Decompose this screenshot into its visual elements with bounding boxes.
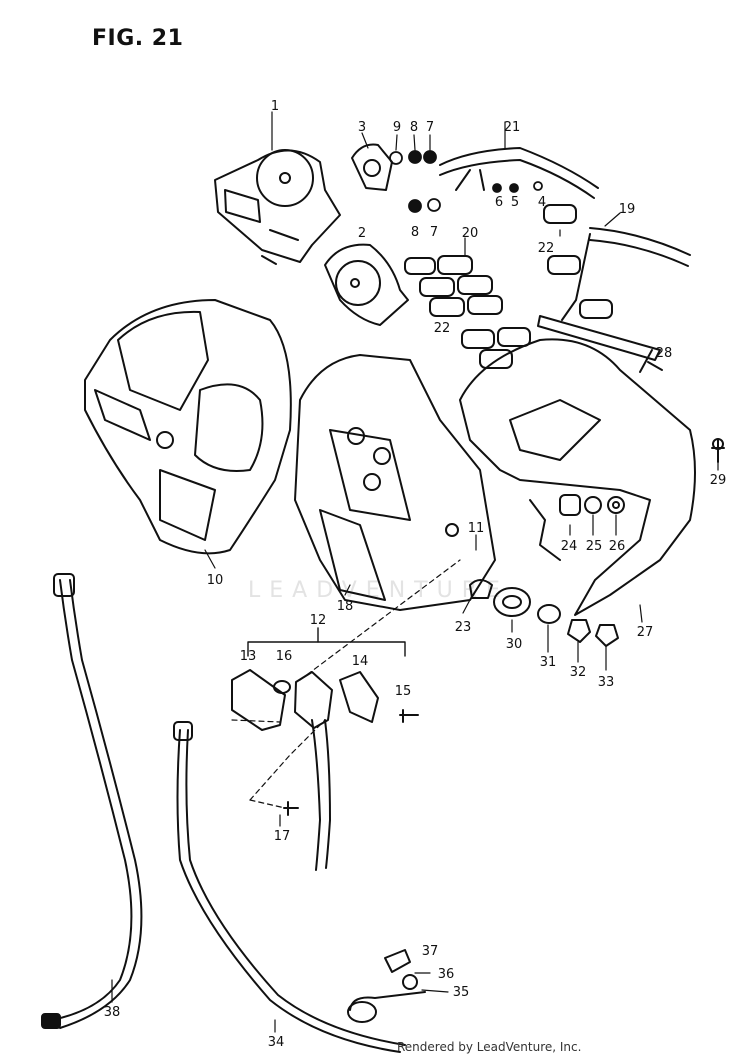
callout-9: 9	[393, 120, 401, 135]
callout-28: 28	[656, 346, 673, 361]
harness-right-part	[561, 227, 691, 321]
speedometer-cable-part	[41, 573, 143, 1029]
arrow-28-part	[639, 349, 663, 373]
callout-27: 27	[637, 625, 654, 640]
callout-24: 24	[561, 539, 578, 554]
callout-7b: 7	[430, 225, 438, 240]
callout-34: 34	[268, 1035, 285, 1050]
callout-3: 3	[358, 120, 366, 135]
dashed-guides	[231, 559, 461, 809]
fasteners-right-part	[469, 438, 725, 647]
callout-32: 32	[570, 665, 587, 680]
callout-17: 17	[274, 829, 291, 844]
callout-6: 6	[495, 195, 503, 210]
wiring-harness-part	[439, 147, 599, 199]
leader-lines	[111, 111, 719, 1033]
callout-37: 37	[422, 944, 439, 959]
figure-title: FIG. 21	[92, 26, 184, 51]
callout-30: 30	[506, 637, 523, 652]
callout-8a: 8	[410, 120, 418, 135]
washers-part	[389, 150, 543, 213]
tachometer-cable-part	[173, 721, 406, 1053]
clamp-part	[347, 949, 426, 1023]
callout-2: 2	[358, 226, 366, 241]
callout-36: 36	[438, 967, 455, 982]
meter-case-part	[84, 299, 292, 555]
callout-38: 38	[104, 1005, 121, 1020]
callout-16: 16	[276, 649, 293, 664]
callout-29: 29	[710, 473, 727, 488]
callout-19: 19	[619, 202, 636, 217]
callout-10: 10	[207, 573, 224, 588]
watermark: LEADVENTURE	[248, 578, 509, 603]
credit-line: Rendered by LeadVenture, Inc.	[397, 1040, 582, 1054]
callout-23: 23	[455, 620, 472, 635]
panel-cover-part	[459, 338, 696, 616]
speedometer-part	[214, 149, 341, 265]
callout-33: 33	[598, 675, 615, 690]
callout-8b: 8	[411, 225, 419, 240]
callout-21: 21	[504, 120, 521, 135]
callout-7a: 7	[426, 120, 434, 135]
callout-15: 15	[395, 684, 412, 699]
callout-18: 18	[337, 599, 354, 614]
bracket-12-lines	[247, 627, 406, 657]
switch-block-part	[231, 669, 419, 871]
callout-11: 11	[468, 521, 485, 536]
callout-20: 20	[462, 226, 479, 241]
callout-26: 26	[609, 539, 626, 554]
callout-labels: 1 2 3 4 5 6 7 7 8 8 9 10 11 12 13 14 15 …	[104, 99, 727, 1050]
callout-22a: 22	[538, 241, 555, 256]
callout-12: 12	[310, 613, 327, 628]
bulb-sockets-part	[404, 204, 661, 369]
callout-22b: 22	[434, 321, 451, 336]
callout-5: 5	[511, 195, 519, 210]
callout-35: 35	[453, 985, 470, 1000]
callout-25: 25	[586, 539, 603, 554]
meter-housing-part	[294, 354, 496, 611]
callout-13: 13	[240, 649, 257, 664]
indicator-unit-part	[351, 143, 393, 191]
callout-4: 4	[538, 195, 546, 210]
callout-14: 14	[352, 654, 369, 669]
tachometer-part	[324, 243, 409, 326]
callout-31: 31	[540, 655, 557, 670]
callout-1: 1	[271, 99, 279, 114]
